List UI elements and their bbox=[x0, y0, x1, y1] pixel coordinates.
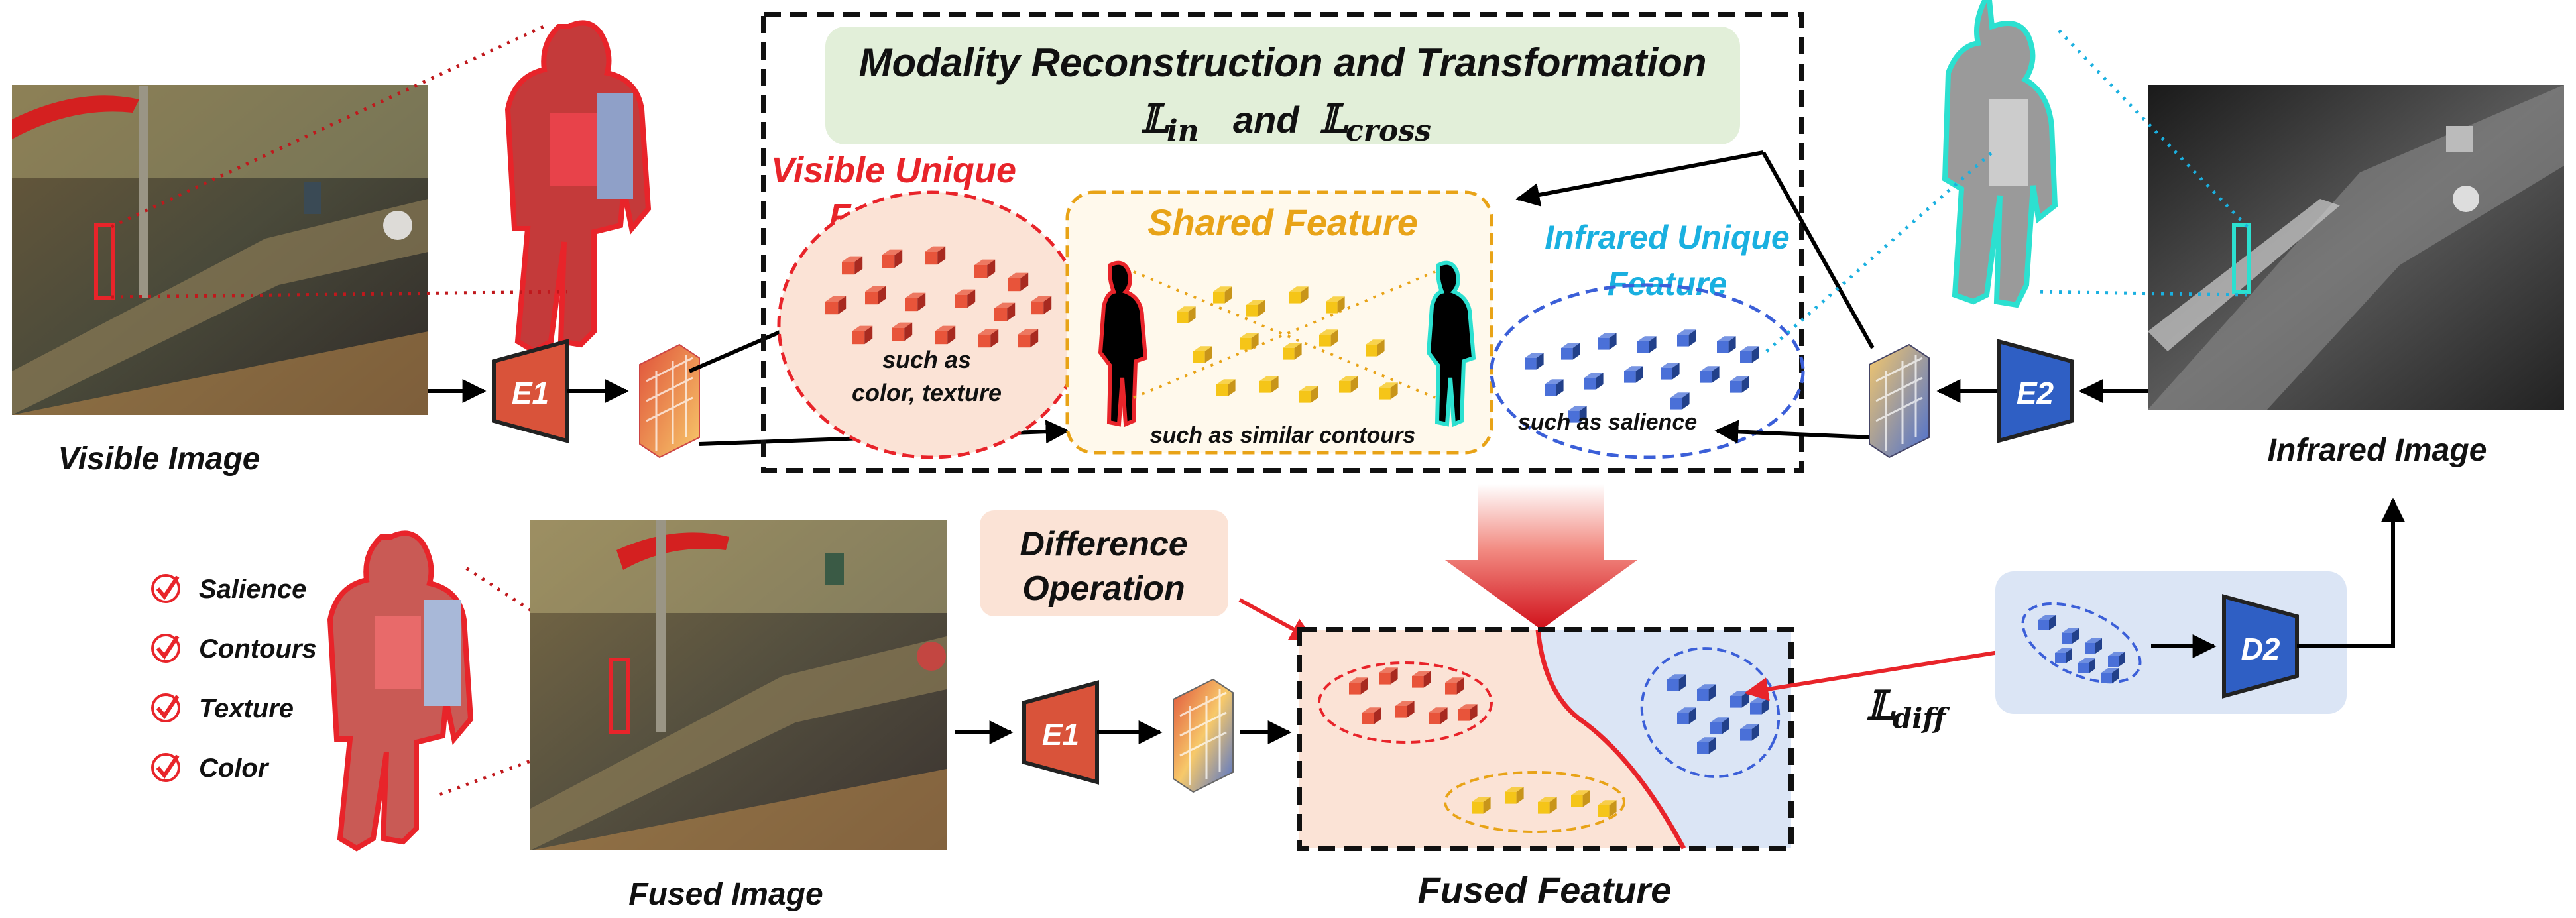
visible-unique-cubes bbox=[825, 246, 1052, 348]
visible-unique-label-1: Visible Unique bbox=[771, 150, 1016, 190]
svg-text:E1: E1 bbox=[1042, 717, 1079, 752]
checklist-item: Texture bbox=[151, 693, 294, 723]
infrared-image bbox=[2148, 85, 2564, 410]
loss-diff: 𝕃 diff bbox=[1866, 683, 1950, 734]
fused-person-crop bbox=[327, 530, 474, 852]
svg-text:D2: D2 bbox=[2241, 632, 2280, 666]
difference-label-2: Operation bbox=[1022, 569, 1185, 608]
checklist-item: Contours bbox=[151, 634, 317, 663]
modality-reconstruction-box bbox=[761, 12, 1804, 473]
shared-example: such as similar contours bbox=[1150, 423, 1416, 448]
fused-image-label: Fused Image bbox=[628, 877, 823, 912]
visible-example-2: color, texture bbox=[852, 379, 1002, 406]
fused-visible-cubes bbox=[1349, 667, 1478, 724]
shared-feature-cubes bbox=[1177, 286, 1398, 403]
title-box bbox=[825, 27, 1740, 144]
decoder-d2: D2 bbox=[2222, 594, 2299, 699]
arrow-d2-to-infrared bbox=[2297, 498, 2405, 648]
difference-label-1: Difference bbox=[1020, 525, 1187, 563]
checklist: Salience Contours Texture Color bbox=[151, 574, 317, 783]
svg-text:𝕃: 𝕃 bbox=[1866, 683, 1896, 729]
visible-example-1: such as bbox=[882, 346, 971, 373]
svg-text:Salience: Salience bbox=[199, 575, 306, 604]
infrared-unique-label-1: Infrared Unique bbox=[1545, 219, 1789, 256]
fused-feature-map bbox=[1173, 678, 1234, 793]
fused-infrared-cluster bbox=[1640, 647, 1781, 778]
shared-person-infrared bbox=[1426, 260, 1476, 428]
visible-feature-map bbox=[639, 343, 700, 459]
title-line1: Modality Reconstruction and Transformati… bbox=[858, 40, 1706, 85]
arrow-ir-to-unique bbox=[1714, 420, 1873, 444]
svg-text:E1: E1 bbox=[512, 376, 549, 410]
checklist-item: Salience bbox=[151, 574, 306, 604]
svg-text:𝕃: 𝕃 bbox=[1140, 96, 1170, 143]
infrared-zoom-line-cluster bbox=[1765, 151, 1993, 353]
svg-text:diff: diff bbox=[1893, 702, 1950, 734]
infrared-zoom-line-bottom bbox=[2034, 290, 2248, 297]
infrared-example: such as salience bbox=[1518, 410, 1697, 435]
title-losses: 𝕃 in and 𝕃 cross bbox=[1140, 96, 1431, 148]
fused-shared-cluster bbox=[1444, 771, 1625, 833]
encoder-e1-top: E1 bbox=[492, 339, 569, 443]
difference-operation-box bbox=[980, 510, 1228, 616]
svg-text:Texture: Texture bbox=[199, 694, 294, 723]
decoder-input-cluster bbox=[2021, 602, 2142, 684]
infrared-person-crop bbox=[1942, 0, 2058, 308]
fused-feature-label: Fused Feature bbox=[1418, 869, 1672, 911]
shared-person-visible bbox=[1098, 260, 1148, 428]
checklist-item: Color bbox=[151, 753, 270, 783]
visible-image-label: Visible Image bbox=[58, 441, 260, 477]
infrared-image-label: Infrared Image bbox=[2268, 433, 2487, 468]
svg-text:Contours: Contours bbox=[199, 634, 317, 663]
svg-text:Color: Color bbox=[199, 754, 270, 783]
line-ir-feature-up bbox=[1761, 151, 1875, 349]
fused-image bbox=[530, 520, 947, 850]
svg-text:𝕃: 𝕃 bbox=[1319, 96, 1349, 143]
visible-image bbox=[12, 85, 428, 415]
fused-visible-cluster bbox=[1318, 661, 1493, 744]
infrared-feature-map bbox=[1869, 343, 1930, 459]
svg-text:cross: cross bbox=[1346, 114, 1431, 148]
svg-text:in: in bbox=[1167, 114, 1199, 148]
arrow-ir-to-shared bbox=[1515, 150, 1764, 207]
fused-shared-cubes bbox=[1472, 787, 1617, 817]
infrared-unique-cluster bbox=[1490, 283, 1805, 459]
encoder-e1-bottom: E1 bbox=[1022, 680, 1099, 785]
infrared-unique-cubes bbox=[1525, 329, 1759, 423]
svg-text:and: and bbox=[1233, 99, 1300, 141]
visible-unique-cluster bbox=[777, 190, 1086, 459]
transformation-arrow bbox=[1445, 484, 1637, 630]
infrared-unique-label-2: Feature bbox=[1608, 265, 1727, 302]
visible-zoom-line-bottom bbox=[111, 290, 567, 299]
visible-person-crop bbox=[504, 20, 652, 355]
decoder-input-cubes bbox=[2038, 615, 2125, 683]
encoder-e2-top: E2 bbox=[1997, 339, 2074, 443]
fused-zoom-line-bottom bbox=[437, 727, 617, 797]
svg-text:E2: E2 bbox=[2017, 376, 2054, 410]
arrow-diff-loss bbox=[1744, 648, 2016, 701]
shared-feature-label: Shared Feature bbox=[1147, 201, 1418, 243]
